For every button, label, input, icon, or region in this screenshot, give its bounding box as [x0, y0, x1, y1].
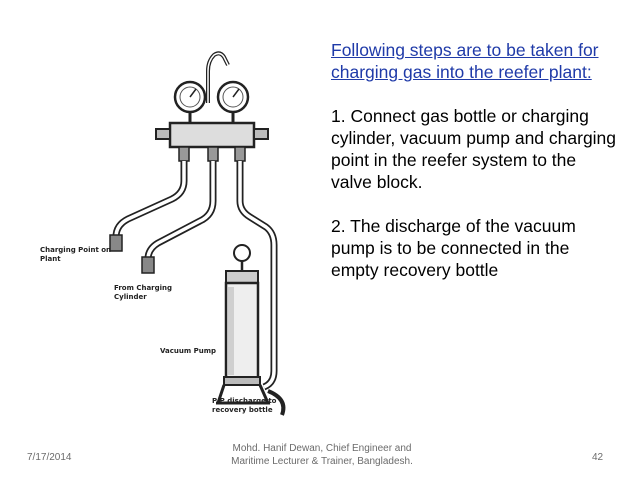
- footer-author: Mohd. Hanif Dewan, Chief Engineer and Ma…: [222, 442, 422, 468]
- slide-heading: Following steps are to be taken for char…: [331, 40, 599, 82]
- footer-author-line-2: Maritime Lecturer & Trainer, Bangladesh.: [231, 456, 413, 467]
- label-charging-point: Charging Point on Plant: [40, 246, 112, 263]
- footer-author-line-1: Mohd. Hanif Dewan, Chief Engineer and: [232, 443, 412, 454]
- slide-text: Following steps are to be taken for char…: [331, 39, 621, 281]
- manifold-diagram-drawing: [38, 31, 296, 443]
- label-pp-discharge: P/P discharge to recovery bottle: [212, 397, 277, 414]
- step-2: 2. The discharge of the vacuum pump is t…: [331, 216, 576, 280]
- spacer: [331, 193, 621, 215]
- page-number: 42: [592, 452, 604, 463]
- label-from-cylinder: From Charging Cylinder: [114, 284, 173, 301]
- manifold-diagram: Charging Point on Plant From Charging Cy…: [38, 31, 296, 443]
- label-vacuum-pump: Vacuum Pump: [160, 347, 217, 355]
- footer-date: 7/17/2014: [27, 452, 72, 463]
- step-1: 1. Connect gas bottle or charging cylind…: [331, 106, 617, 192]
- spacer: [331, 83, 621, 105]
